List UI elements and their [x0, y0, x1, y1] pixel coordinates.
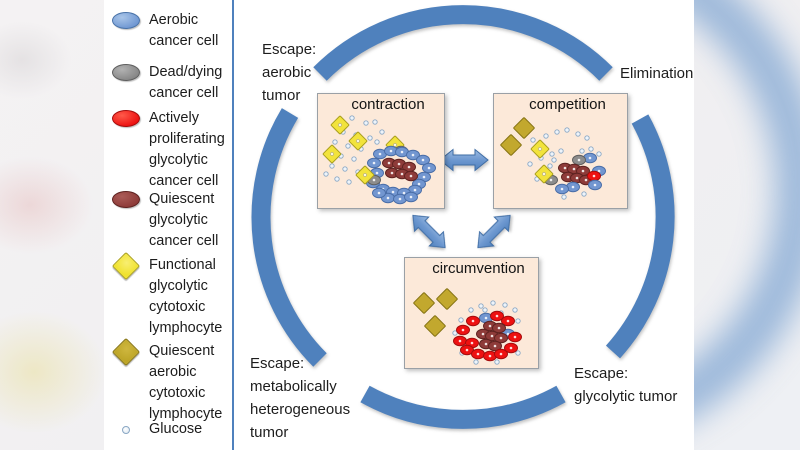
contraction-box: contraction [317, 93, 445, 209]
legend-item-glucose: Glucose [108, 419, 202, 440]
icon-wrap [108, 108, 144, 129]
label-escape-glycolytic-tumor: Escape: glycolytic tumor [574, 365, 678, 405]
icon-wrap [108, 419, 144, 440]
legend-label: Actively proliferating glycolytic cancer… [149, 110, 225, 189]
legend-item-quiescent-lymphocyte: Quiescent aerobic cytotoxic lymphocyte [108, 337, 223, 425]
aerobic-cancer-cell-icon [112, 12, 140, 29]
label-escape-aerobic-tumor: Escape: aerobic tumor [262, 41, 317, 104]
icon-wrap [108, 62, 144, 83]
icon-wrap [108, 10, 144, 31]
functional-lymphocyte-icon [111, 251, 141, 280]
legend-label: Aerobic cancer cell [149, 12, 219, 49]
circumvention-box: circumvention [404, 257, 539, 369]
arc-top [313, 5, 613, 81]
icon-wrap [108, 189, 144, 210]
box-title-circumvention: circumvention [432, 260, 525, 277]
quiescent-glycolytic-cell-icon [112, 191, 140, 208]
icon-wrap [108, 251, 144, 280]
box-title-contraction: contraction [351, 96, 425, 113]
label-elimination: Elimination [620, 65, 694, 82]
arc-bottom [360, 385, 566, 429]
circumvention-cells [413, 288, 522, 365]
legend-label: Glucose [149, 421, 203, 437]
legend-label: Quiescent aerobic cytotoxic lymphocyte [149, 343, 223, 422]
legend-label: Functional glycolytic cytotoxic lymphocy… [149, 257, 223, 336]
competition-box: competition [493, 93, 628, 209]
cycle-arcs [251, 5, 675, 429]
arrow-contraction-circumvention [412, 214, 446, 249]
legend-label: Quiescent glycolytic cancer cell [149, 191, 219, 249]
arrow-competition-circumvention [477, 214, 511, 249]
box-title-competition: competition [529, 96, 606, 113]
arc-right [605, 114, 675, 359]
glucose-icon [122, 425, 130, 434]
proliferating-glycolytic-cell-icon [112, 110, 140, 127]
label-escape-heterogeneous-tumor: Escape: metabolically heterogeneous tumo… [250, 355, 351, 441]
icon-wrap [108, 337, 144, 366]
quiescent-lymphocyte-icon [111, 337, 141, 366]
legend-item-proliferating-cell: Actively proliferating glycolytic cancer… [108, 108, 225, 192]
competition-cells [500, 117, 606, 200]
legend-item-dead-cell: Dead/dying cancer cell [108, 62, 222, 104]
legend-item-quiescent-cell: Quiescent glycolytic cancer cell [108, 189, 218, 252]
legend-item-functional-lymphocyte: Functional glycolytic cytotoxic lymphocy… [108, 251, 223, 339]
arrow-contraction-competition [439, 148, 489, 172]
contraction-cells [322, 115, 436, 205]
legend-item-aerobic-cell: Aerobic cancer cell [108, 10, 218, 52]
arc-left [251, 108, 327, 367]
legend-divider-line [232, 0, 234, 450]
legend-label: Dead/dying cancer cell [149, 64, 223, 101]
dead-dying-cancer-cell-icon [112, 64, 140, 81]
